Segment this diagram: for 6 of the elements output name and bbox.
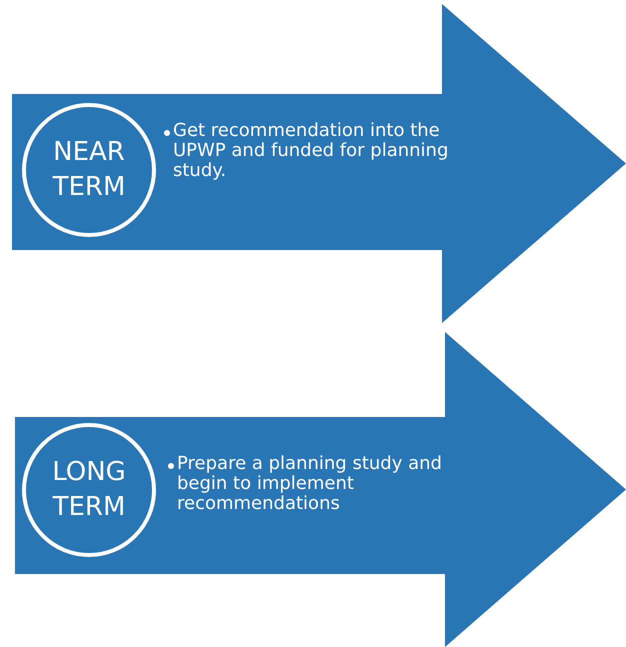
- bullet-text: Prepare a planning study and begin to implement recommendations: [177, 454, 443, 514]
- term-label: LONG TERM: [51, 456, 127, 524]
- term-label: NEAR TERM: [52, 136, 126, 204]
- term-circle: [22, 423, 156, 557]
- term-circle: [22, 103, 156, 237]
- bullet-text: Get recommendation into the UPWP and funded for planning study.: [173, 121, 450, 182]
